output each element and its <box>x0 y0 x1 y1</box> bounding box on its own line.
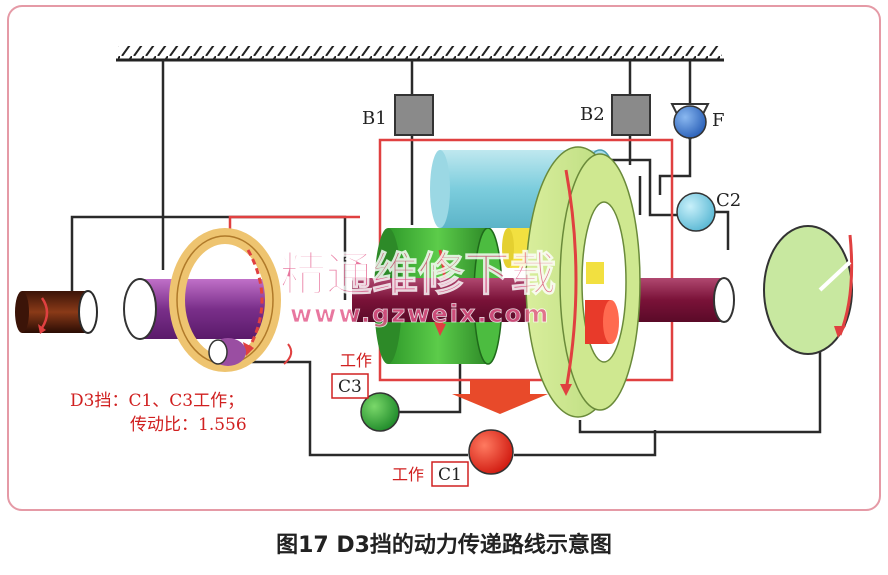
c2-label: C2 <box>716 190 741 211</box>
watermark-cn: 精通维修下载 <box>280 247 556 301</box>
c3-label: C3 <box>338 377 362 397</box>
housing-ground <box>116 46 724 62</box>
c1-status-label: 工作 <box>392 465 424 484</box>
c3-clutch: 工作 C3 <box>331 351 400 432</box>
b1-label: B1 <box>362 108 387 129</box>
output-direction-arrow <box>452 380 548 414</box>
purple-input-drum <box>123 278 270 340</box>
red-inner-gear <box>585 262 619 344</box>
c2-clutch: C2 <box>676 190 741 232</box>
gear-info-line1: D3挡：C1、C3工作； <box>70 391 244 411</box>
b1-brake: B1 <box>362 94 434 136</box>
watermark-url: www.gzweix.com <box>290 300 550 328</box>
c1-label: C1 <box>438 465 462 485</box>
gear-info-line2: 传动比：1.556 <box>130 415 247 435</box>
b2-brake: B2 <box>580 94 651 136</box>
linkage-lines <box>70 60 822 457</box>
figure-caption: 图17 D3挡的动力传递路线示意图 <box>276 532 612 558</box>
b2-label: B2 <box>580 104 605 125</box>
input-shaft <box>15 290 98 334</box>
c3-status-label: 工作 <box>340 351 372 370</box>
c1-clutch: 工作 C1 <box>392 429 514 487</box>
f-label: F <box>712 110 725 131</box>
f-one-way-clutch: F <box>670 103 725 143</box>
watermark: 精通维修下载 www.gzweix.com <box>280 247 557 329</box>
front-pinion <box>208 338 293 366</box>
output-wheel <box>763 225 854 355</box>
